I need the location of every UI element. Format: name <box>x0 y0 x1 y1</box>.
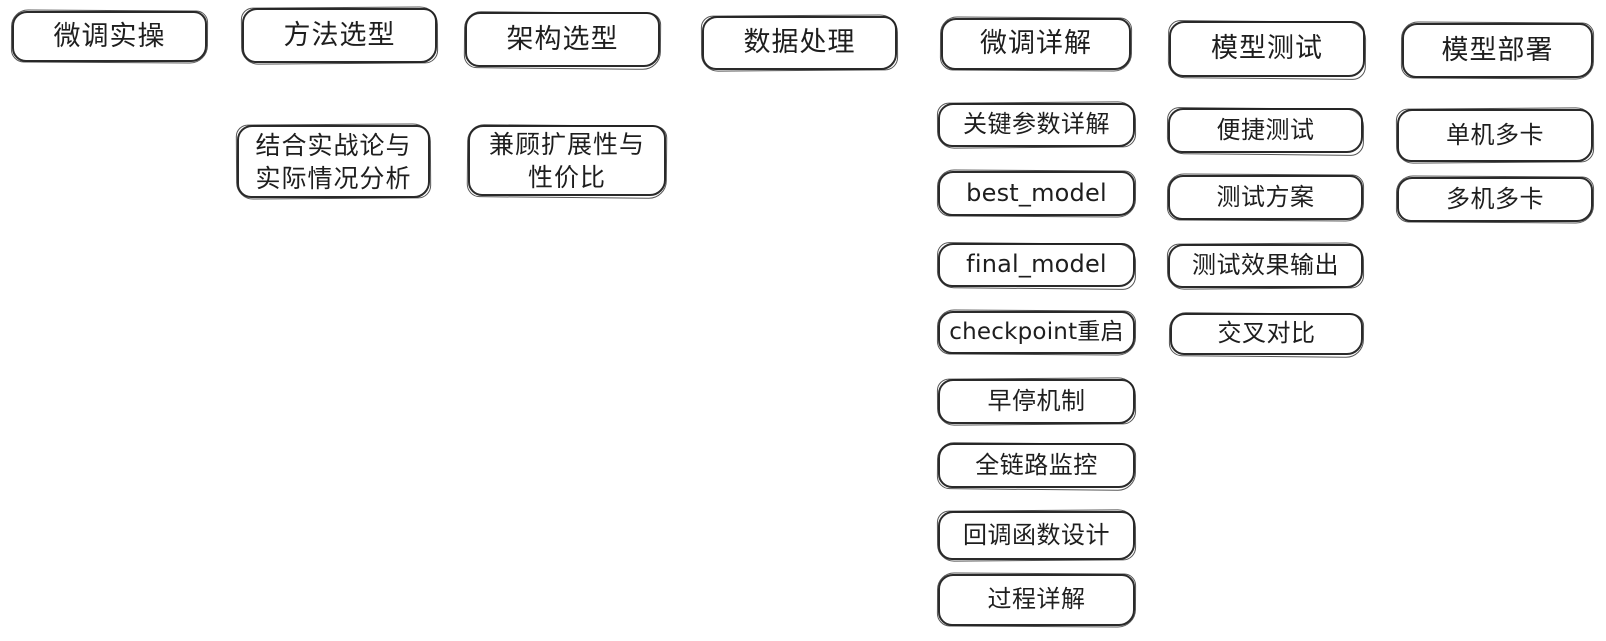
node-label: 架构选型 <box>506 23 619 55</box>
node-label: 模型部署 <box>1441 34 1554 66</box>
node-label: 方法选型 <box>283 19 396 51</box>
node-label: 单机多卡 <box>1446 120 1544 149</box>
node-model-deployment[interactable]: 模型部署 <box>1402 23 1593 78</box>
node-label: 全链路监控 <box>975 450 1098 479</box>
node-callback-design[interactable]: 回调函数设计 <box>938 511 1135 560</box>
node-label: 模型测试 <box>1211 33 1323 65</box>
node-label: 数据处理 <box>743 27 856 59</box>
node-single-machine-multi-gpu[interactable]: 单机多卡 <box>1397 109 1593 162</box>
node-cross-comparison[interactable]: 交叉对比 <box>1170 313 1363 355</box>
node-label: 微调详解 <box>980 28 1092 60</box>
node-method-selection[interactable]: 方法选型 <box>242 8 437 63</box>
node-label: 结合实战论与实际情况分析 <box>255 130 412 193</box>
node-early-stopping[interactable]: 早停机制 <box>938 379 1135 424</box>
node-label: 关键参数详解 <box>963 110 1110 139</box>
node-checkpoint-restart[interactable]: checkpoint重启 <box>938 311 1135 354</box>
node-label: 交叉对比 <box>1217 319 1316 348</box>
node-label: 多机多卡 <box>1446 184 1544 213</box>
node-model-testing[interactable]: 模型测试 <box>1169 21 1365 77</box>
node-quick-test[interactable]: 便捷测试 <box>1168 108 1363 153</box>
note-architecture-tradeoff[interactable]: 兼顾扩展性与性价比 <box>468 125 666 196</box>
node-label: 测试效果输出 <box>1192 251 1339 280</box>
node-label: best_model <box>966 178 1107 207</box>
node-multi-machine-multi-gpu[interactable]: 多机多卡 <box>1397 177 1593 222</box>
node-final-model[interactable]: final_model <box>938 243 1135 287</box>
node-label: 微调实操 <box>53 20 166 52</box>
node-architecture-selection[interactable]: 架构选型 <box>465 12 660 67</box>
node-key-params-detail[interactable]: 关键参数详解 <box>938 103 1135 147</box>
node-label: 便捷测试 <box>1216 115 1315 144</box>
node-full-pipeline-monitoring[interactable]: 全链路监控 <box>938 443 1135 488</box>
node-finetune-practice[interactable]: 微调实操 <box>12 11 207 62</box>
node-finetune-details[interactable]: 微调详解 <box>941 18 1131 70</box>
node-label: checkpoint重启 <box>949 318 1124 345</box>
node-test-result-output[interactable]: 测试效果输出 <box>1168 244 1363 288</box>
node-label: final_model <box>966 250 1107 279</box>
node-label: 早停机制 <box>987 386 1086 415</box>
node-label: 回调函数设计 <box>963 520 1110 549</box>
note-method-analysis[interactable]: 结合实战论与实际情况分析 <box>237 125 430 198</box>
node-label: 过程详解 <box>987 585 1086 614</box>
node-label: 兼顾扩展性与性价比 <box>488 129 645 192</box>
node-best-model[interactable]: best_model <box>938 171 1135 216</box>
node-data-processing[interactable]: 数据处理 <box>702 16 897 70</box>
node-test-plan[interactable]: 测试方案 <box>1168 175 1363 220</box>
node-process-detail[interactable]: 过程详解 <box>938 574 1135 626</box>
node-label: 测试方案 <box>1216 182 1315 211</box>
